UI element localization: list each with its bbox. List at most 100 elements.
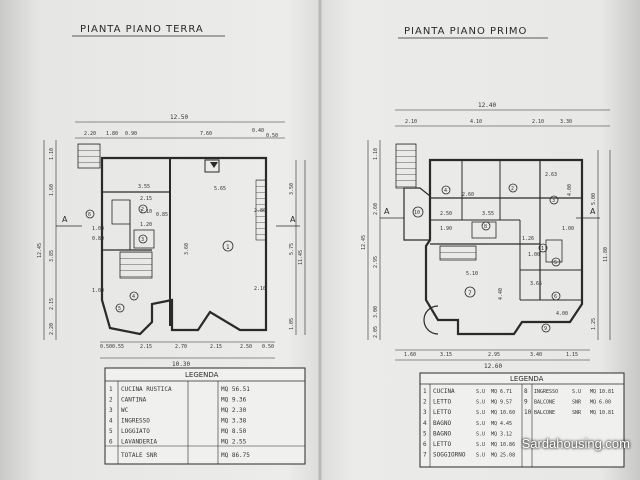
ff-dim-bottom-3: 2.95: [488, 352, 500, 358]
external-stair: [77, 143, 101, 169]
room-number-3: 3: [141, 237, 144, 243]
legend-right-value: MQ 10.81: [590, 410, 614, 416]
legend-left-total-value: MQ 86.75: [221, 452, 250, 459]
ff-dim-right-1: 5.00: [591, 193, 597, 205]
legend-right-type: S.U: [476, 389, 485, 395]
room-number-6: 6: [88, 212, 91, 218]
ff-room-number-6: 6: [554, 294, 557, 300]
legend-right-value: MQ 25.08: [491, 453, 515, 459]
ff-room-dim-11: 1.90: [440, 226, 452, 232]
legend-left-value: MQ 2.30: [221, 407, 247, 414]
dim-left-3: 3.85: [49, 250, 55, 262]
room-dim-9: 0.80: [92, 236, 104, 242]
ff-dim-top-3: 2.10: [532, 119, 544, 125]
legend-right-name: BALCONE: [534, 400, 555, 406]
ff-room-number-2: 2: [511, 186, 514, 192]
legend-right-name: BAGNO: [433, 420, 451, 427]
legend-left-value: MQ 56.51: [221, 386, 250, 393]
legend-left-value: MQ 8.50: [221, 428, 247, 435]
legend-right-name: CUCINA: [433, 388, 455, 395]
ff-dim-left-3: 2.95: [373, 256, 379, 268]
ff-room-number-4: 4: [444, 188, 447, 194]
legend-right-type: S.U: [476, 421, 485, 427]
dim-left-4: 2.15: [49, 298, 55, 310]
dim-top-2: 1.80: [106, 131, 118, 137]
legend-left-title: LEGENDA: [185, 371, 219, 379]
ff-dim-right-2: 1.25: [591, 318, 597, 330]
ff-room-dim-9: 1.26: [522, 236, 534, 242]
legend-right-type: SNR: [572, 400, 582, 406]
ff-room-number-8: 8: [484, 224, 487, 230]
dim-top-1: 2.20: [84, 131, 96, 137]
ff-room-number-10: 10: [414, 210, 420, 216]
first-floor-walls: [424, 158, 584, 336]
room-number-1: 1: [226, 244, 230, 251]
ff-dim-bottom-4: 3.40: [530, 352, 542, 358]
dim-top-6: 0.50: [266, 133, 278, 139]
dim-right-1: 3.50: [289, 183, 295, 195]
room-number-4: 4: [132, 294, 135, 300]
ff-room-dim-1: 2.60: [462, 192, 474, 198]
section-mark-a-right: A: [290, 215, 296, 224]
legend-right-number: 4: [423, 420, 427, 427]
legend-left-value: MQ 3.38: [221, 418, 247, 425]
legend-right-value: MQ 6.71: [491, 389, 512, 395]
ff-dim-bottom-1: 1.60: [404, 352, 416, 358]
legend-right-type: SNR: [572, 410, 582, 416]
legend-left-value: MQ 9.36: [221, 397, 247, 404]
legend-right-name: INGRESSO: [534, 389, 558, 395]
dim-bottom-1: 0.50: [100, 344, 112, 350]
legend-left-total-name: TOTALE SNR: [121, 452, 158, 459]
room-dim-2: 5.65: [214, 186, 226, 192]
legend-right-number: 3: [423, 409, 427, 416]
dim-left-2: 1.60: [49, 184, 55, 196]
dim-right-3: 11.45: [298, 250, 304, 265]
ff-section-mark-a-left: A: [384, 207, 390, 216]
ff-room-dim-10: 2.50: [440, 211, 452, 217]
legend-right-number: 1: [423, 388, 427, 395]
legend-right-number: 5: [423, 430, 427, 437]
ff-room-dim-12: 1.00: [528, 252, 540, 258]
legend-right-number: 9: [524, 399, 528, 406]
ff-dim-left-total: 12.45: [361, 235, 367, 250]
legend-right-title: LEGENDA: [510, 375, 544, 383]
legend-left-number: 1: [109, 386, 113, 393]
ff-section-mark-a-right: A: [590, 207, 596, 216]
legend-right-number: 8: [524, 388, 528, 395]
legend-right-type: S.U: [476, 400, 485, 406]
legend-right-type: S.U: [476, 410, 485, 416]
dim-top-3: 0.90: [125, 131, 137, 137]
room-dim-4: 2.15: [140, 196, 152, 202]
ff-dim-bottom-5: 1.15: [566, 352, 578, 358]
dim-top-5: 0.40: [252, 128, 264, 134]
legend-right-type: S.U: [572, 389, 581, 395]
ff-dim-top-2: 4.10: [470, 119, 482, 125]
legend-right-value: MQ 3.12: [491, 431, 512, 437]
ff-dim-total-width: 12.40: [478, 102, 496, 109]
legend-left-number: 6: [109, 439, 113, 446]
legend-right-name: LETTO: [433, 409, 451, 416]
legend-right-value: MQ 4.45: [491, 421, 512, 427]
room-dim-3: 3.60: [184, 243, 190, 255]
ff-dim-left-1: 1.10: [373, 148, 379, 160]
dim-left-5: 2.20: [49, 323, 55, 335]
ff-room-dim-8: 4.00: [556, 311, 568, 317]
dim-top-4: 7.60: [200, 131, 212, 137]
legend-right-name: SOGGIORNO: [433, 452, 466, 459]
dim-bottom-2: 0.55: [112, 344, 124, 350]
room-number-2: 2: [141, 207, 144, 213]
legend-right-number: 6: [423, 441, 427, 448]
legend-right-type: S.U: [476, 442, 485, 448]
ff-room-dim-2: 3.55: [482, 211, 494, 217]
ff-room-dim-6: 4.40: [498, 288, 504, 300]
legend-right-value: MQ 9.57: [491, 400, 512, 406]
ff-room-number-5: 5: [554, 260, 557, 266]
ff-room-dim-3: 2.63: [545, 172, 557, 178]
room-dim-7: 0.85: [156, 212, 168, 218]
dim-bottom-total: 10.30: [172, 361, 190, 368]
legend-right-name: LETTO: [433, 399, 451, 406]
